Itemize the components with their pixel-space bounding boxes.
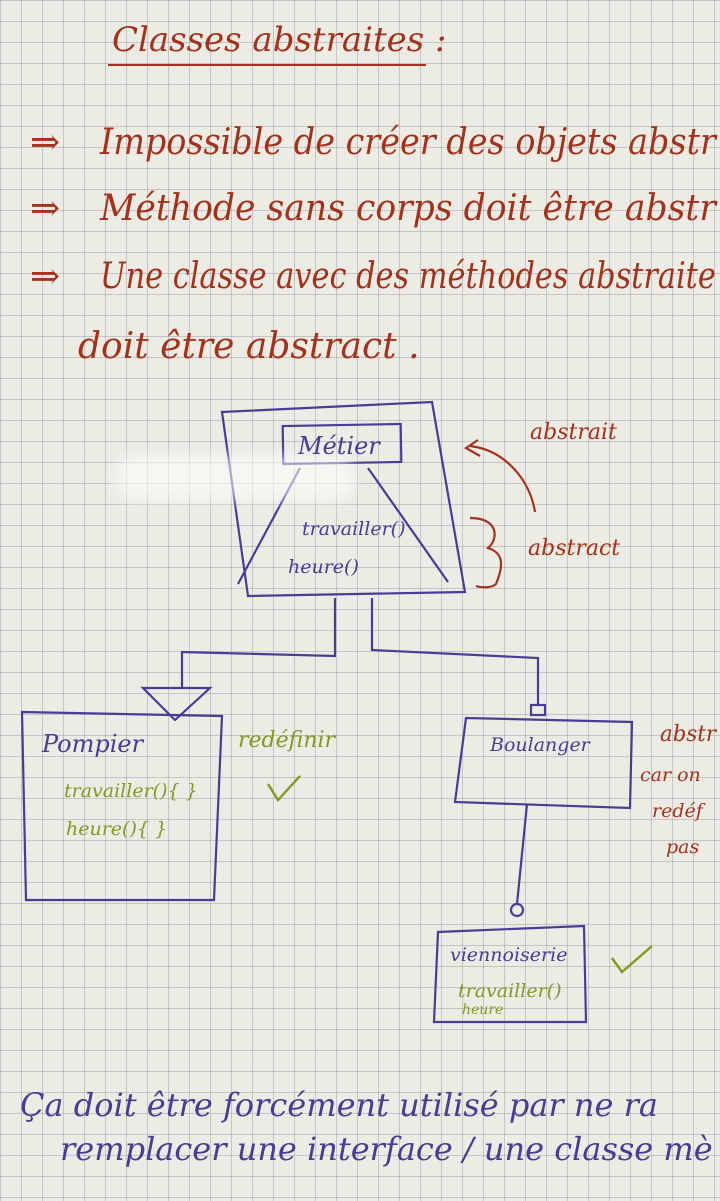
viennoiserie-class-box — [432, 924, 588, 1024]
abstract-triangle-right — [367, 467, 449, 583]
annotation-abstract: abstract — [528, 536, 621, 561]
bullet-item: Une classe avec des méthodes abstraite — [100, 256, 716, 297]
bullet-arrow-icon: ⇒ — [30, 256, 61, 297]
pompier-class-box — [20, 710, 224, 902]
arrowhead-icon — [463, 439, 481, 457]
viennoiserie-class-name: viennoiserie — [450, 944, 568, 966]
check-icon — [266, 775, 301, 802]
viennoiserie-method: heure — [462, 1002, 504, 1018]
footer-line: remplacer une interface / une classe mè — [60, 1130, 713, 1168]
parent-method: travailler() — [302, 518, 406, 540]
pompier-method: heure(){ } — [66, 818, 168, 840]
annotation-abstrait: abstrait — [530, 420, 617, 445]
bullet-item-continuation: doit être abstract . — [78, 326, 420, 367]
parent-class-name: Métier — [298, 432, 380, 460]
footer-line: Ça doit être forcément utilisé par ne ra — [20, 1086, 658, 1124]
bullet-arrow-icon: ⇒ — [30, 188, 61, 229]
check-icon — [611, 945, 653, 974]
annotation-boulanger: car on — [640, 764, 701, 786]
composition-line — [515, 803, 529, 905]
title-underline — [108, 64, 426, 66]
boulanger-class-name: Boulanger — [490, 734, 590, 756]
abstrait-arrow — [469, 444, 537, 513]
brace-icon — [469, 516, 503, 589]
parent-method: heure() — [288, 556, 359, 578]
bullet-arrow-icon: ⇒ — [30, 122, 61, 163]
annotation-boulanger: abstr — [660, 722, 717, 747]
annotation-boulanger: redéf — [652, 800, 703, 822]
annotation-boulanger: pas — [666, 836, 700, 858]
eraser-smudge — [115, 455, 355, 501]
bullet-item: Méthode sans corps doit être abstr — [100, 188, 716, 229]
bullet-item: Impossible de créer des objets abstr — [100, 122, 716, 163]
inheritance-line-pompier — [180, 598, 337, 688]
inheritance-arrowhead — [140, 686, 213, 722]
connector-square — [529, 703, 547, 717]
parent-class-box — [220, 400, 467, 598]
boulanger-class-box — [453, 716, 634, 810]
annotation-redefinir: redéfinir — [238, 728, 336, 753]
pompier-class-name: Pompier — [42, 730, 144, 758]
pompier-method: travailler(){ } — [64, 780, 198, 802]
viennoiserie-method: travailler() — [458, 980, 562, 1002]
inheritance-line-boulanger — [370, 598, 540, 705]
page-title: Classes abstraites : — [112, 20, 447, 60]
composition-dot — [509, 902, 525, 918]
